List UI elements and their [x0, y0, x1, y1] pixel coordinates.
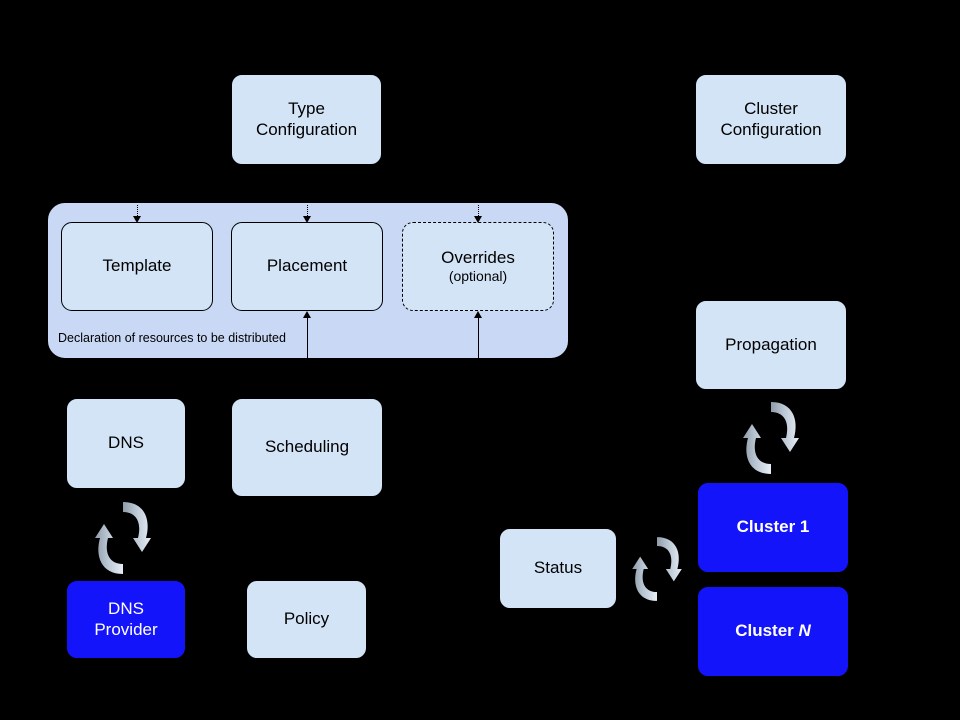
node-policy-label: Policy	[283, 609, 330, 629]
connector-type-to-template	[137, 205, 138, 218]
node-cluster-n-suffix: N	[798, 621, 811, 641]
node-propagation[interactable]: Propagation	[695, 300, 847, 390]
node-overrides-label: Overrides	[441, 248, 515, 268]
node-status-label: Status	[533, 558, 583, 578]
sync-arrows-icon-dns	[88, 498, 158, 578]
node-type-configuration-line2: Configuration	[255, 119, 358, 139]
node-cluster-1[interactable]: Cluster 1	[697, 482, 849, 573]
node-overrides-sublabel: (optional)	[448, 268, 508, 285]
node-template[interactable]: Template	[61, 222, 213, 311]
node-scheduling[interactable]: Scheduling	[231, 398, 383, 497]
sync-arrows-icon-status	[626, 528, 688, 610]
node-cluster-n-prefix: Cluster	[735, 621, 799, 641]
node-type-configuration-line1: Type	[288, 99, 325, 119]
node-propagation-label: Propagation	[725, 334, 817, 354]
arrow-placement-from-below-icon	[303, 311, 311, 318]
connector-policy-to-overrides	[478, 317, 479, 358]
arrow-overrides-in-icon	[474, 216, 482, 223]
connector-type-to-placement	[307, 205, 308, 218]
node-scheduling-label: Scheduling	[264, 437, 350, 457]
node-dns-label: DNS	[108, 433, 144, 453]
node-cluster-configuration[interactable]: Cluster Configuration	[695, 74, 847, 165]
node-dns-provider[interactable]: DNS Provider	[66, 580, 186, 659]
arrow-overrides-from-below-icon	[474, 311, 482, 318]
node-overrides-text: Overrides (optional)	[441, 248, 515, 285]
node-dns-provider-line2: Provider	[94, 619, 158, 639]
node-type-configuration-text: Type Configuration	[256, 99, 357, 139]
arrow-placement-in-icon	[303, 216, 311, 223]
node-cluster-1-label: Cluster 1	[736, 517, 810, 537]
node-placement-label: Placement	[266, 256, 348, 276]
node-dns[interactable]: DNS	[66, 398, 186, 489]
group-caption: Declaration of resources to be distribut…	[58, 331, 286, 345]
node-template-label: Template	[102, 256, 172, 276]
node-policy[interactable]: Policy	[246, 580, 367, 659]
node-placement[interactable]: Placement	[231, 222, 383, 311]
node-overrides[interactable]: Overrides (optional)	[402, 222, 554, 311]
node-status[interactable]: Status	[499, 528, 617, 609]
node-cluster-n-label: Cluster N	[735, 621, 811, 641]
connector-scheduling-to-placement	[307, 317, 308, 358]
node-dns-provider-text: DNS Provider	[94, 599, 157, 639]
node-dns-provider-line1: DNS	[108, 599, 144, 619]
sync-arrows-icon-propagation	[736, 398, 806, 478]
node-cluster-configuration-line1: Cluster	[744, 99, 798, 119]
node-cluster-configuration-line2: Configuration	[720, 119, 822, 139]
node-cluster-n[interactable]: Cluster N	[697, 586, 849, 677]
node-cluster-configuration-text: Cluster Configuration	[720, 99, 821, 139]
node-type-configuration[interactable]: Type Configuration	[231, 74, 382, 165]
connector-type-to-overrides	[478, 205, 479, 218]
arrow-template-in-icon	[133, 216, 141, 223]
